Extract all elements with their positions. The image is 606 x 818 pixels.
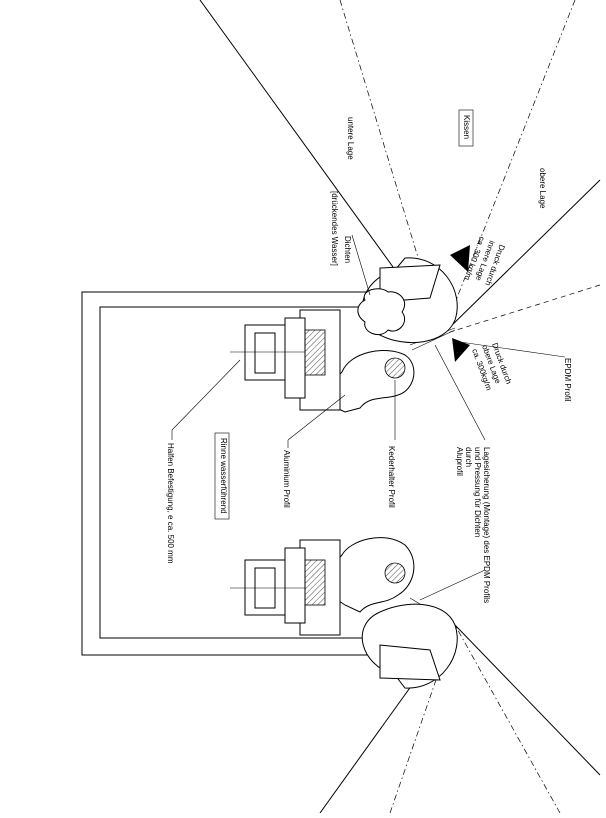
label-dichten-note: [drückendes Wasser] [330, 191, 339, 266]
label-dichten: Dichten [343, 236, 352, 263]
leader-lines [171, 234, 566, 601]
label-untere-lage: untere Lage [346, 117, 355, 160]
seal-upper [357, 288, 406, 335]
label-lagesicherung-1: Lagesicherung (Montage) des EPDM Profils [482, 447, 491, 603]
label-lagesicherung-3: durch [464, 447, 473, 467]
pressure-arrow-upper [452, 338, 470, 362]
label-epdm: EPDM Profil [563, 358, 572, 402]
pressure-arrow-inner [450, 245, 470, 272]
gutter-channel [81, 291, 375, 656]
lower-assembly [230, 537, 458, 689]
label-kederhalter: Kederhalter Profil [387, 446, 396, 508]
label-lagesicherung-4: Aluprofil [455, 447, 464, 476]
label-obere-lage: obere Lage [538, 168, 547, 209]
label-lagesicherung-2: und Pressung für Dichten [473, 447, 482, 537]
upper-assembly [230, 257, 458, 413]
label-aluminium: Aluminium Profil [282, 450, 291, 508]
label-kissen: Kissen [462, 115, 471, 139]
label-halfen: Halfen Befestigung, e ca. 500 mm [166, 443, 175, 564]
keder-holder-lower [324, 537, 415, 613]
label-rinne: Rinne wasserführend [219, 438, 228, 514]
membrane-lines [199, 0, 601, 814]
